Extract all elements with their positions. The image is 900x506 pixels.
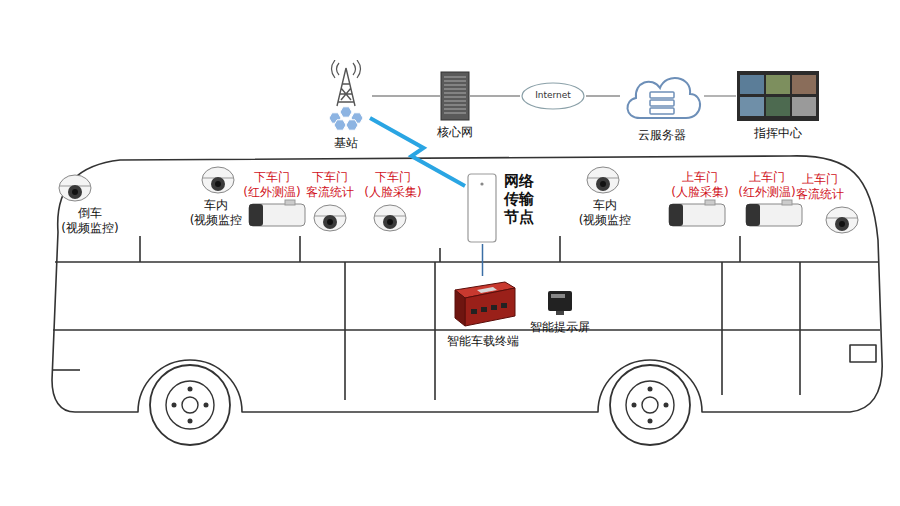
- camera-label: 倒车 (视频监控): [61, 206, 118, 236]
- camera-label: 上车门 (红外测温): [738, 170, 795, 200]
- dome-camera: [374, 205, 406, 231]
- rear-door: [345, 262, 435, 400]
- device-node: 核心网: [436, 71, 474, 140]
- camera-label: 车内 (视频监控: [190, 198, 243, 228]
- device-label: Internet: [535, 90, 571, 101]
- cloud-icon: [620, 68, 704, 124]
- device-node: 智能车载终端: [446, 276, 520, 349]
- dome-camera: [202, 167, 234, 193]
- ap-icon: [466, 172, 498, 244]
- bullet-camera: [746, 200, 802, 226]
- front-door: [722, 262, 800, 395]
- camera-label: 车内 (视频监控: [579, 198, 632, 228]
- device-label: 云服务器: [638, 128, 686, 143]
- cable-line: [482, 244, 483, 276]
- tower-icon: [320, 60, 372, 132]
- dome-camera: [587, 167, 619, 193]
- server-icon: [440, 71, 470, 121]
- device-label: 智能车载终端: [447, 334, 519, 349]
- prompt-icon: [546, 288, 574, 316]
- dome-camera: [826, 207, 858, 233]
- dome-camera: [314, 205, 346, 231]
- camera-label: 上车门 (人脸采集): [671, 170, 728, 200]
- device-node: 云服务器: [620, 68, 704, 143]
- device-node: 指挥中心: [736, 70, 820, 141]
- camera-label: 下车门 客流统计: [306, 170, 354, 200]
- camera-label: 下车门 (人脸采集): [364, 170, 421, 200]
- rear-bumper: [52, 369, 80, 371]
- network-line: [470, 96, 520, 97]
- device-label: 网络 传输 节点: [504, 172, 534, 226]
- device-label: 指挥中心: [754, 126, 802, 141]
- wheel: [610, 365, 690, 445]
- screen-icon: [736, 70, 820, 122]
- device-node: 智能提示屏: [529, 288, 591, 335]
- window-pillars: [140, 236, 740, 262]
- headlight: [850, 345, 876, 362]
- network-line: [704, 96, 736, 97]
- network-line: [372, 96, 440, 97]
- device-node: 网络 传输 节点: [466, 172, 534, 244]
- device-label: 核心网: [437, 125, 473, 140]
- device-node: 基站: [320, 60, 372, 151]
- belt-line: [53, 262, 880, 330]
- network-line: [586, 96, 620, 97]
- bullet-camera: [669, 200, 725, 226]
- camera-label: 上车门 客流统计: [796, 172, 844, 202]
- dome-camera: [59, 175, 91, 201]
- camera-label: 下车门 (红外测温): [243, 170, 300, 200]
- wheel: [150, 365, 230, 445]
- device-label: 智能提示屏: [530, 320, 590, 335]
- terminal-icon: [449, 276, 517, 330]
- bullet-camera: [249, 200, 305, 226]
- device-node: Internet: [520, 81, 586, 111]
- device-label: 基站: [334, 136, 358, 151]
